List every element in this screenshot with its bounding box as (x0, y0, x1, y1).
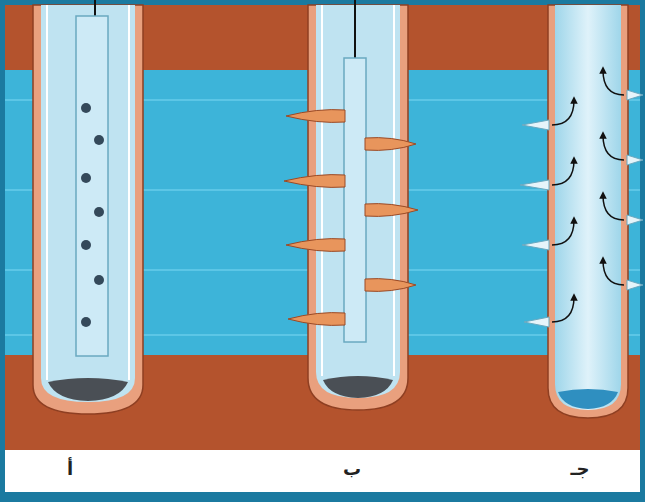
charge (81, 173, 91, 183)
jet (286, 239, 345, 252)
charge (94, 275, 104, 285)
perforating-gun (344, 58, 366, 342)
wireline (354, 0, 356, 58)
pipe-wall (128, 5, 130, 380)
pipe-wall (393, 5, 395, 376)
tunnel (522, 240, 549, 250)
perforating-gun (76, 16, 108, 356)
well-bottom (558, 389, 618, 409)
wireline (94, 0, 96, 16)
well-letter: ب (343, 458, 361, 479)
tunnel (627, 280, 643, 290)
charge (94, 135, 104, 145)
tunnel (627, 90, 643, 100)
tunnel (627, 215, 643, 225)
tunnel (520, 180, 549, 190)
flow-arrow (603, 260, 624, 285)
well-letter: جـ (570, 458, 589, 479)
tunnel (627, 155, 643, 165)
charge (81, 317, 91, 327)
charge (81, 240, 91, 250)
tunnel (524, 317, 549, 327)
flow-arrow (552, 220, 574, 245)
charge (81, 103, 91, 113)
flow-arrow (552, 160, 574, 185)
pipe-wall (46, 5, 48, 380)
jet (365, 279, 416, 292)
well-letter: أ (67, 458, 73, 479)
shaped-charges (81, 103, 104, 327)
perforation-jets (284, 110, 418, 326)
flow-arrow (603, 70, 624, 95)
perforation-tunnels (520, 90, 643, 327)
flow-arrows (552, 70, 624, 322)
well-fluid (41, 5, 135, 402)
well-casing (33, 5, 143, 414)
label-strip (5, 450, 640, 492)
cement-plug (323, 376, 393, 398)
flow-arrow (552, 100, 574, 125)
well-fluid (316, 5, 400, 398)
tunnel (522, 120, 549, 130)
jet (284, 175, 345, 188)
jet (286, 110, 345, 123)
earth-layer (5, 5, 640, 450)
jet (365, 204, 418, 217)
well-fluid (555, 5, 621, 410)
charge (94, 207, 104, 217)
cement-plug (48, 378, 128, 401)
flow-arrow (603, 135, 624, 160)
flow-arrow (603, 195, 624, 220)
jet (365, 138, 416, 151)
jet (288, 313, 345, 326)
well-casing (548, 5, 628, 418)
flow-arrow (552, 297, 574, 322)
